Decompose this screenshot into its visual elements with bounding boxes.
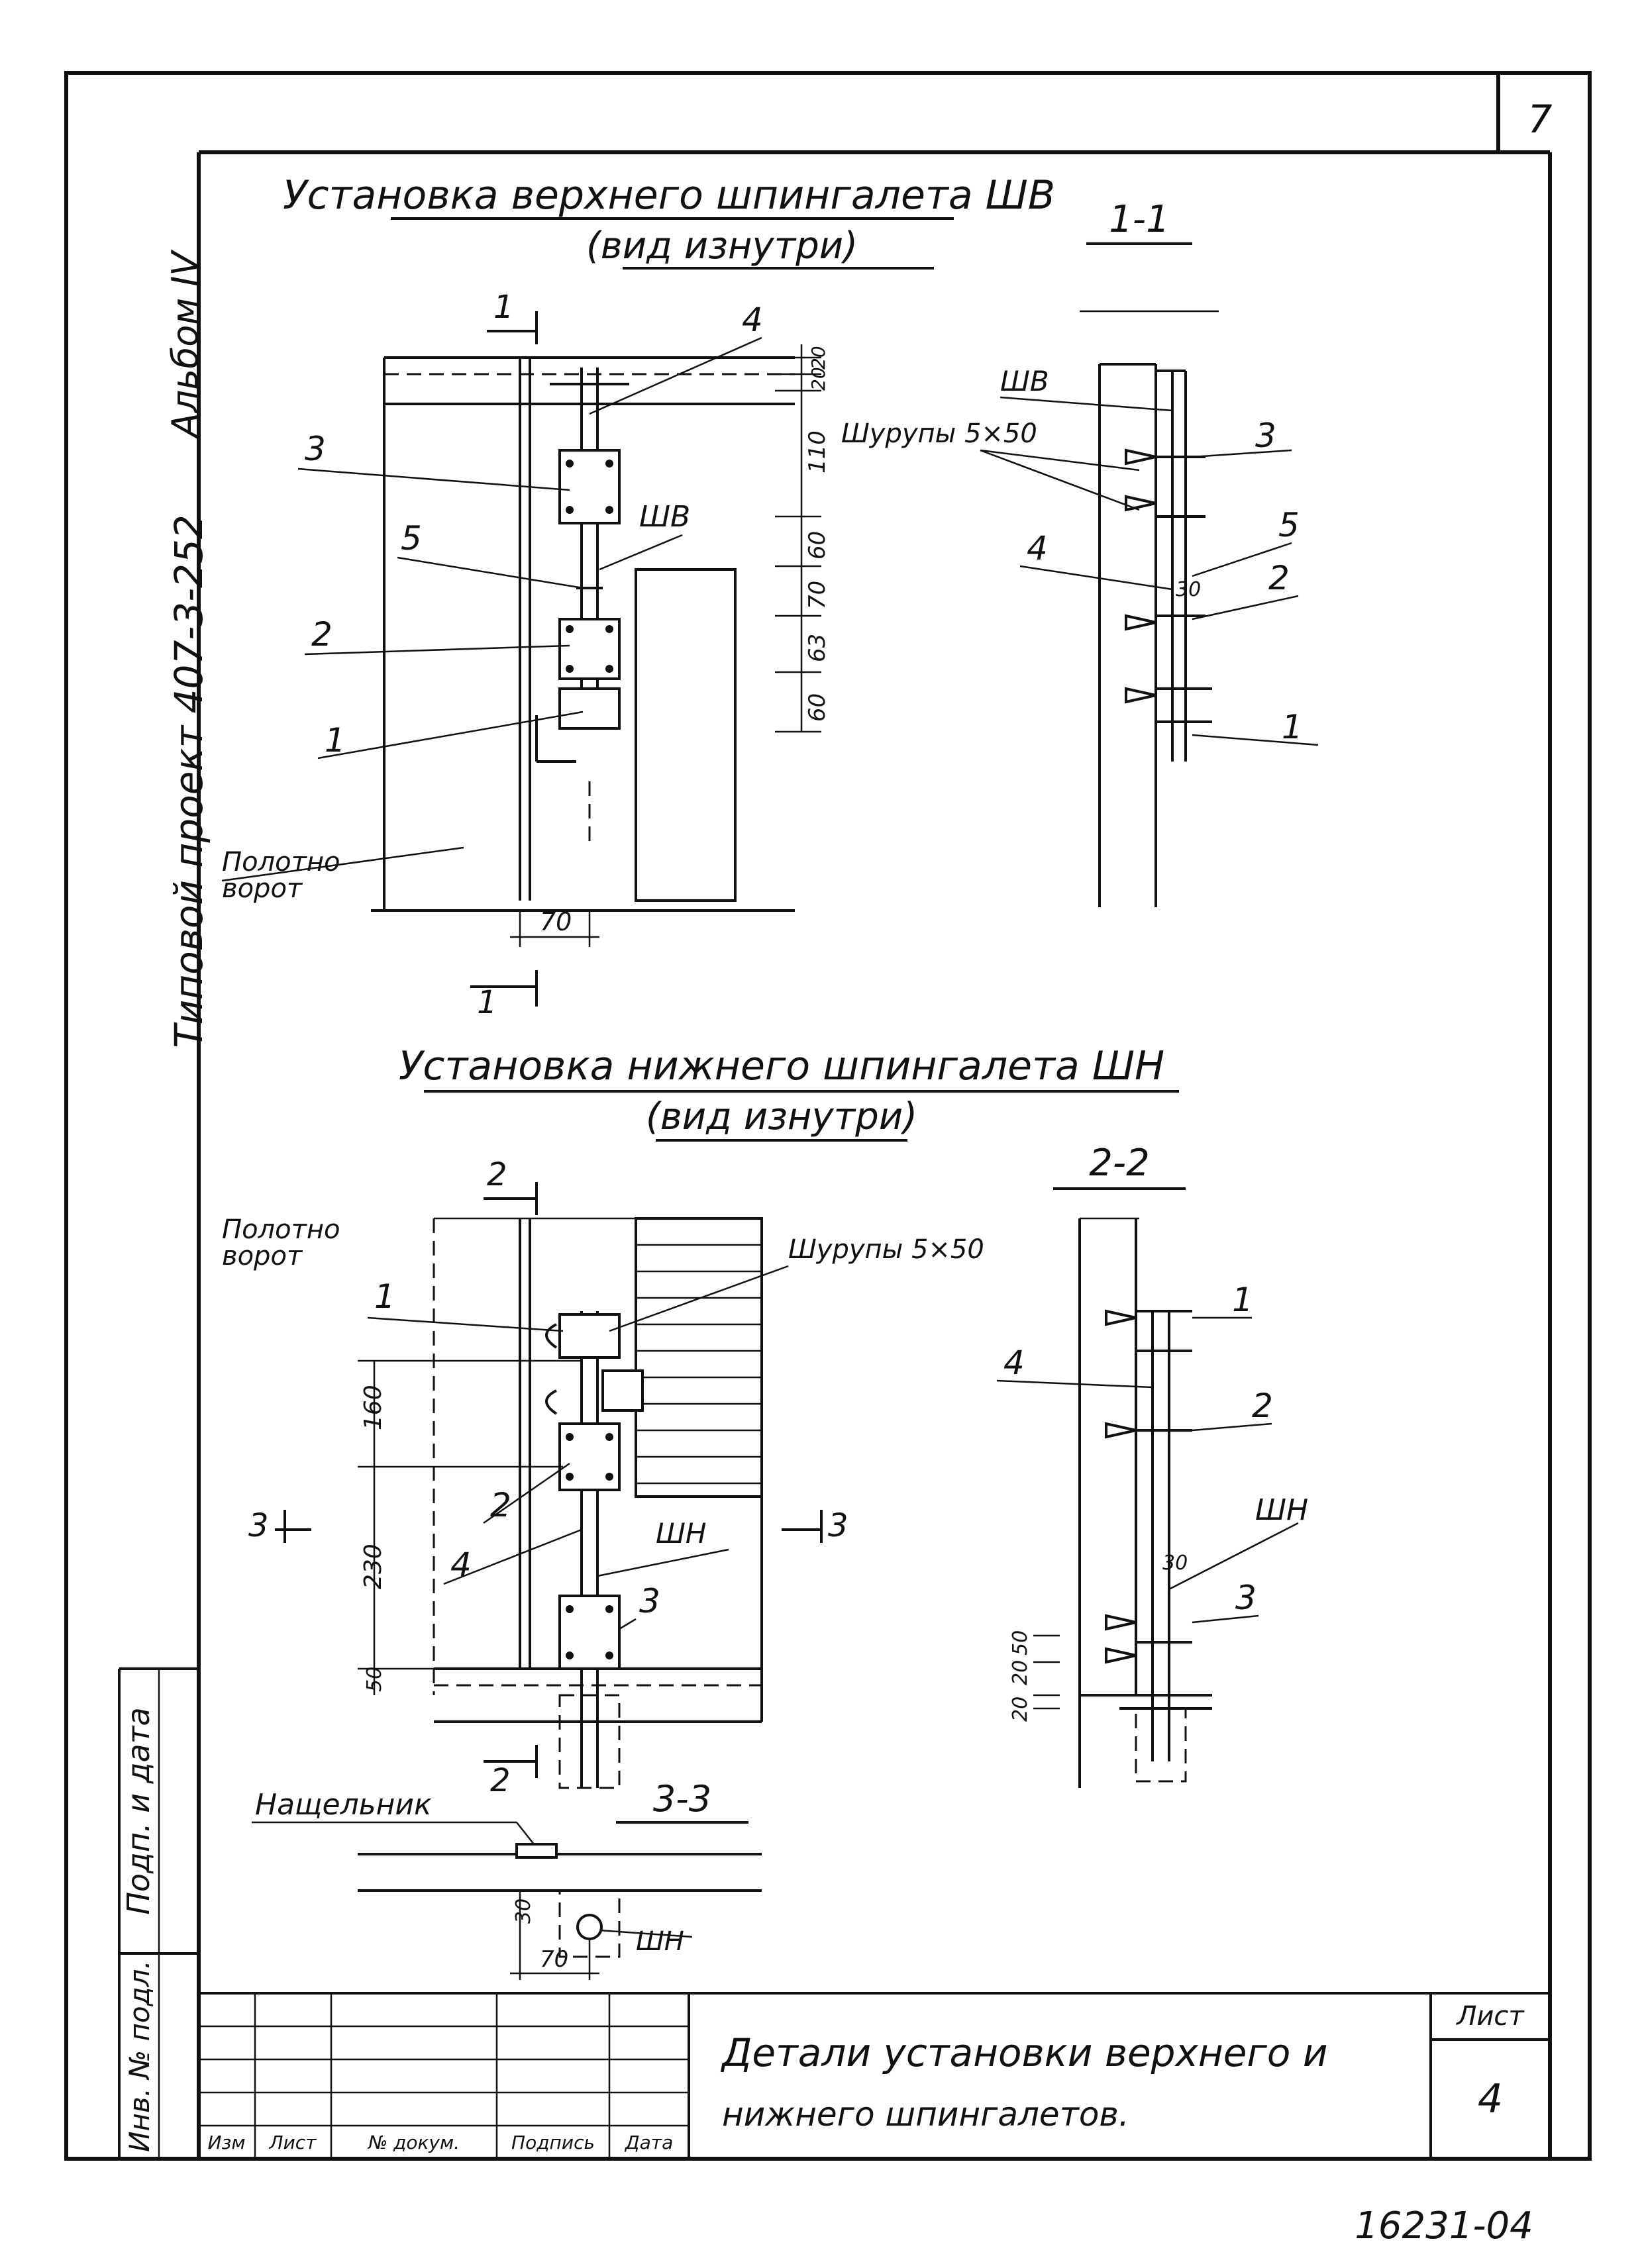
tb-col-date: Дата — [624, 2132, 674, 2153]
bottom-view-subtitle: (вид изнутри) — [646, 1095, 917, 1138]
section-2-2-callout-4: 4 — [1003, 1344, 1025, 1382]
bottom-callout-4: 4 — [450, 1546, 472, 1584]
bottom-dim-230: 230 — [360, 1544, 387, 1589]
leader-4 — [589, 336, 762, 415]
callout-2: 2 — [311, 615, 333, 654]
section-2-2-callout-2: 2 — [1252, 1387, 1273, 1425]
section-3-3-dim-30: 30 — [512, 1898, 535, 1924]
callout-shv: ШВ — [639, 500, 690, 534]
section-1-1-callout-4: 4 — [1027, 529, 1048, 567]
album-label: Альбом IV — [164, 249, 206, 439]
section-1-1-callout-2: 2 — [1268, 559, 1290, 597]
top-view-title: Установка верхнего шпингалета ШВ — [283, 172, 1055, 219]
floor-socket — [558, 1694, 621, 1789]
section-2-mark-bottom: 2 — [490, 1762, 511, 1799]
bottom-dim-50: 50 — [363, 1667, 386, 1692]
bottom-view: Установка нижнего шпингалета ШН (вид изн… — [222, 1043, 1179, 1799]
dim-width-70: 70 — [540, 907, 572, 936]
inv-no-label: Инв. № подл. — [123, 1960, 156, 2152]
bottom-callout-3: 3 — [639, 1582, 660, 1620]
section-1-mark-top: 1 — [493, 289, 514, 326]
project-label: Типовой проект 407-3-252 — [166, 515, 211, 1048]
bottom-view-title: Установка нижнего шпингалета ШН — [399, 1043, 1164, 1089]
leaf-label-bottom-2: ворот — [222, 1241, 303, 1271]
section-1-1-dim-30: 30 — [1176, 578, 1201, 601]
callout-4: 4 — [742, 301, 763, 339]
section-1-1-callout-3: 3 — [1255, 417, 1276, 455]
section-3-3: 3-3 Нащельник ШН 30 70 — [252, 1778, 762, 1980]
bottom-callout-1: 1 — [374, 1277, 395, 1316]
section-2-2-dim-30: 30 — [1162, 1552, 1188, 1575]
callout-1: 1 — [325, 721, 346, 760]
leaf-leader-top — [221, 846, 464, 882]
dim-20b: 20 — [807, 367, 829, 391]
bottom-callout-shn: ШН — [656, 1517, 707, 1550]
dim-63: 63 — [804, 634, 831, 662]
dim-70: 70 — [804, 581, 831, 609]
leaf-label-bottom-1: Полотно — [222, 1214, 340, 1245]
bottom-strike — [601, 1369, 644, 1412]
section-2-2-title: 2-2 — [1089, 1142, 1149, 1185]
tb-col-sign: Подпись — [511, 2132, 595, 2153]
leaf-label-top-2: ворот — [222, 873, 303, 904]
section-1-1-bolt: ШВ — [1000, 365, 1049, 397]
section-3-mark-left: 3 — [248, 1507, 269, 1544]
leaf-panel — [635, 568, 737, 902]
strike-plate-label: Нащельник — [255, 1788, 432, 1822]
section-3-mark-right: 3 — [828, 1507, 848, 1544]
leader-shv — [599, 534, 683, 571]
section-2-2-dim-20a: 20 — [1009, 1697, 1032, 1722]
bottom-callout-2: 2 — [490, 1486, 511, 1524]
tb-description-2: нижнего шпингалетов. — [722, 2095, 1129, 2134]
section-2-2-bolt: ШН — [1255, 1493, 1308, 1527]
top-view-subtitle: (вид изнутри) — [586, 224, 858, 268]
section-3-3-dim-70: 70 — [540, 1946, 568, 1973]
tb-col-list: Лист — [269, 2132, 317, 2153]
strike-plate — [515, 1843, 558, 1859]
title-block: Изм Лист № докум. Подпись Дата Детали ус… — [199, 1992, 1550, 2159]
bottom-dim-160: 160 — [360, 1385, 387, 1430]
leader-5 — [397, 556, 584, 589]
leader-1 — [317, 711, 584, 760]
section-2-mark-top: 2 — [487, 1156, 507, 1193]
section-1-mark-bottom: 1 — [477, 984, 497, 1021]
section-1-1-title: 1-1 — [1109, 198, 1169, 241]
dim-60b: 60 — [804, 693, 831, 722]
dim-60a: 60 — [804, 531, 831, 560]
tb-sheet-label: Лист — [1455, 2001, 1525, 2032]
section-1-1-screws: Шурупы 5×50 — [841, 419, 1037, 449]
sign-date-label: Подп. и дата — [121, 1707, 156, 1914]
top-view: Установка верхнего шпингалета ШВ (вид из… — [221, 172, 1055, 1021]
section-1-1-callout-5: 5 — [1278, 506, 1300, 544]
section-3-3-title: 3-3 — [653, 1778, 711, 1820]
frame-hatch — [635, 1217, 763, 1498]
catch-1 — [558, 687, 621, 730]
section-2-2: 2-2 1 4 2 ШН 30 3 20 20 50 — [996, 1142, 1308, 1788]
dim-20a: 20 — [807, 346, 829, 370]
section-2-2-callout-3: 3 — [1235, 1579, 1257, 1617]
bottom-catch-1 — [558, 1313, 621, 1359]
tb-col-izm: Изм — [208, 2132, 246, 2153]
drawing-number: 16231-04 — [1355, 2204, 1533, 2247]
section-2-2-dim-20b: 20 — [1009, 1660, 1032, 1685]
section-2-2-callout-1: 1 — [1232, 1281, 1253, 1319]
leader-2 — [304, 644, 570, 656]
bolt-section-circle — [576, 1914, 603, 1940]
bottom-screws: Шурупы 5×50 — [788, 1234, 984, 1265]
leader-3 — [297, 468, 570, 491]
tb-description-1: Детали установки верхнего и — [720, 2030, 1328, 2075]
corner-number: 7 — [1528, 97, 1553, 142]
callout-5: 5 — [401, 519, 422, 558]
dim-110: 110 — [804, 430, 831, 473]
tb-col-doc: № докум. — [367, 2132, 460, 2153]
section-3-3-bolt: ШН — [636, 1926, 684, 1957]
callout-3: 3 — [305, 430, 326, 468]
section-1-1: 1-1 ШВ Шурупы 5×50 3 5 4 2 30 1 — [841, 198, 1319, 907]
outer-frame — [64, 71, 1592, 2161]
tb-sheet-number: 4 — [1478, 2076, 1503, 2122]
section-1-1-callout-1: 1 — [1282, 708, 1303, 746]
section-2-2-dim-50: 50 — [1009, 1630, 1032, 1655]
